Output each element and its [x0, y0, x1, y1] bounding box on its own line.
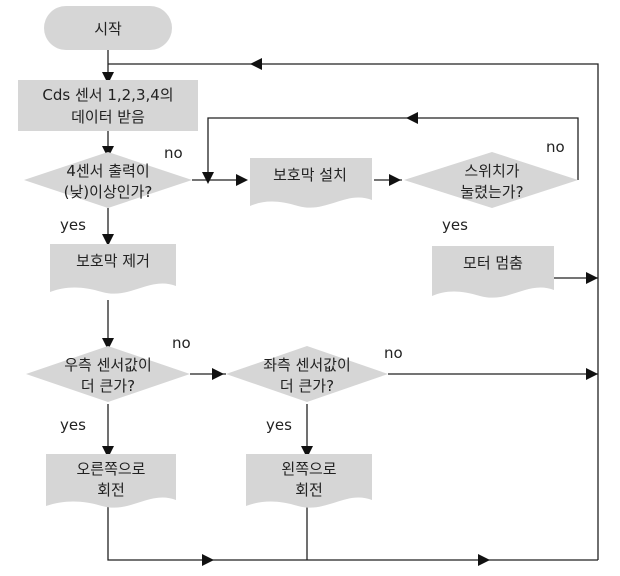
check-brightness-label-2: (낮)이상인가? [64, 183, 153, 201]
turn-right-doc [46, 454, 176, 508]
motor-stop-doc [432, 246, 554, 298]
edge-switch-no-loop [207, 117, 579, 180]
edge-right-rail [108, 63, 599, 560]
arrowhead [250, 58, 262, 70]
start-terminator [44, 6, 172, 50]
right-bigger-label-2: 더 큰가? [81, 377, 135, 395]
turn-left-label-1: 왼쪽으로 [281, 460, 336, 478]
arrowhead [202, 172, 214, 184]
arrowhead [389, 174, 401, 186]
arrowhead [586, 272, 598, 284]
arrowhead [212, 368, 224, 380]
switch-label-2: 눌렸는가? [460, 183, 523, 201]
arrowhead [301, 446, 313, 458]
arrowhead [478, 554, 490, 566]
right-no-label: no [172, 334, 191, 352]
edge-bottom-return [107, 506, 598, 561]
start-label: 시작 [94, 20, 122, 38]
switch-diamond [404, 152, 578, 208]
left-yes-label: yes [266, 416, 292, 434]
arrowhead [102, 338, 114, 350]
check-brightness-diamond [24, 152, 192, 208]
turn-right-label-1: 오른쪽으로 [76, 460, 145, 478]
left-no-label: no [384, 344, 403, 362]
install-shield-doc [250, 158, 372, 208]
right-bigger-label-1: 우측 센서값이 [64, 356, 152, 374]
right-bigger-diamond [26, 346, 190, 402]
right-yes-label: yes [60, 416, 86, 434]
arrowhead [586, 368, 598, 380]
left-bigger-diamond [226, 346, 388, 402]
arrowhead [202, 554, 214, 566]
arrowhead [102, 234, 114, 246]
arrowhead [406, 112, 418, 124]
read-sensors-box [18, 80, 198, 131]
turn-right-label-2: 회전 [97, 481, 125, 499]
motor-stop-label: 모터 멈춤 [463, 254, 523, 272]
arrowhead [236, 174, 248, 186]
read-sensors-label-2: 데이터 받음 [71, 108, 145, 126]
switch-yes-label: yes [442, 216, 468, 234]
left-bigger-label-1: 좌측 센서값이 [263, 356, 351, 374]
check-no-label: no [164, 144, 183, 162]
check-brightness-label-1: 4센서 출력이 [66, 162, 149, 180]
arrowheads [102, 58, 598, 566]
arrowhead [102, 72, 114, 84]
left-bigger-label-2: 더 큰가? [280, 377, 334, 395]
connectors [107, 50, 599, 561]
install-shield-label: 보호막 설치 [273, 166, 347, 184]
remove-shield-label: 보호막 제거 [76, 252, 150, 270]
turn-left-label-2: 회전 [295, 481, 323, 499]
remove-shield-doc [50, 244, 176, 294]
switch-no-label: no [546, 138, 565, 156]
arrowhead [102, 446, 114, 458]
turn-left-doc [246, 454, 372, 508]
read-sensors-label-1: Cds 센서 1,2,3,4의 [42, 86, 173, 104]
check-yes-label: yes [60, 216, 86, 234]
switch-label-1: 스위치가 [464, 162, 519, 180]
